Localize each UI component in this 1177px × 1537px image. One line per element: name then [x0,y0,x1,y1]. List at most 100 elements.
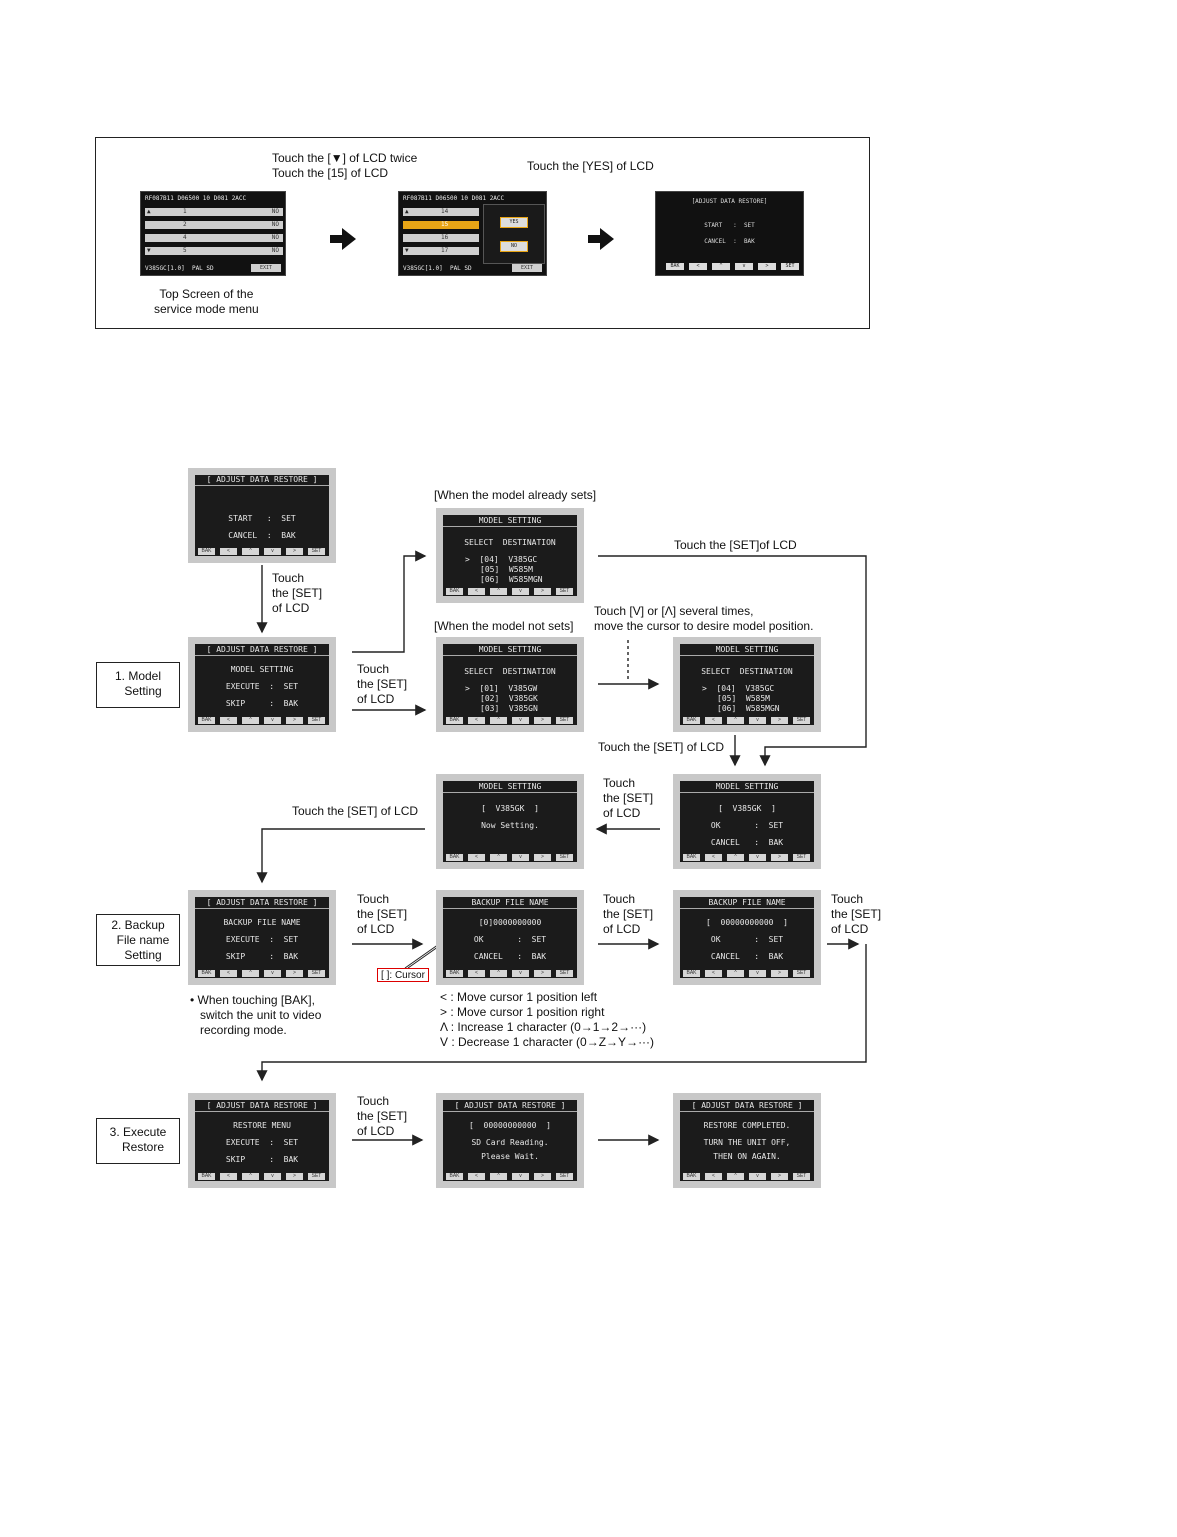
left-button[interactable]: < [220,548,237,555]
set-button[interactable]: SET [308,1173,325,1180]
left-button[interactable]: < [468,1173,485,1180]
up-button[interactable]: ^ [242,548,259,555]
left-button[interactable]: < [705,970,722,977]
right-button[interactable]: > [771,1173,788,1180]
up-button[interactable]: ^ [727,1173,744,1180]
up-button[interactable]: ^ [490,588,507,595]
set-button[interactable]: SET [556,854,573,861]
down-button[interactable]: v [264,1173,281,1180]
lcd-button-bar: BAK < ^ v > SET [680,1172,814,1181]
left-button[interactable]: < [220,717,237,724]
left-button[interactable]: < [468,970,485,977]
down-button[interactable]: v [264,970,281,977]
set-button[interactable]: SET [308,548,325,555]
left-button[interactable]: < [689,263,707,270]
bak-button[interactable]: BAK [446,717,463,724]
left-button[interactable]: < [468,854,485,861]
bak-button[interactable]: BAK [666,263,684,270]
bak-button[interactable]: BAK [198,717,215,724]
left-button[interactable]: < [705,717,722,724]
up-button[interactable]: ^ [490,854,507,861]
set-button[interactable]: SET [556,1173,573,1180]
left-button[interactable]: < [220,1173,237,1180]
set-button[interactable]: SET [556,588,573,595]
left-button[interactable]: < [220,970,237,977]
right-button[interactable]: > [534,1173,551,1180]
down-arrow-icon[interactable]: ▼ [147,247,151,254]
down-button[interactable]: v [749,854,766,861]
right-button[interactable]: > [286,1173,303,1180]
set-button[interactable]: SET [308,970,325,977]
left-button[interactable]: < [705,854,722,861]
bak-button[interactable]: BAK [683,970,700,977]
bak-button[interactable]: BAK [683,717,700,724]
down-button[interactable]: v [749,717,766,724]
right-button[interactable]: > [534,854,551,861]
bak-button[interactable]: BAK [198,970,215,977]
exit-button[interactable]: EXIT [512,264,542,272]
up-button[interactable]: ^ [242,970,259,977]
bak-button[interactable]: BAK [198,1173,215,1180]
yes-button[interactable]: YES [500,217,528,228]
list-item[interactable]: ▼17 [403,247,479,255]
right-button[interactable]: > [286,970,303,977]
bak-button[interactable]: BAK [446,854,463,861]
down-button[interactable]: v [264,548,281,555]
down-button[interactable]: v [512,717,529,724]
left-button[interactable]: < [468,717,485,724]
right-button[interactable]: > [286,548,303,555]
down-button[interactable]: v [512,970,529,977]
exit-button[interactable]: EXIT [251,264,281,272]
set-button[interactable]: SET [781,263,799,270]
right-button[interactable]: > [286,717,303,724]
up-button[interactable]: ^ [727,854,744,861]
up-button[interactable]: ^ [727,970,744,977]
bak-button[interactable]: BAK [683,1173,700,1180]
down-button[interactable]: v [512,854,529,861]
list-item[interactable]: ▲14 [403,208,479,216]
up-arrow-icon[interactable]: ▲ [147,208,151,215]
right-button[interactable]: > [771,854,788,861]
right-button[interactable]: > [534,970,551,977]
bak-button[interactable]: BAK [198,548,215,555]
down-button[interactable]: v [512,588,529,595]
left-button[interactable]: < [705,1173,722,1180]
down-button[interactable]: v [512,1173,529,1180]
bak-button[interactable]: BAK [446,1173,463,1180]
up-button[interactable]: ^ [712,263,730,270]
down-button[interactable]: v [735,263,753,270]
up-button[interactable]: ^ [490,970,507,977]
down-button[interactable]: v [264,717,281,724]
right-button[interactable]: > [534,588,551,595]
set-button[interactable]: SET [793,854,810,861]
no-button[interactable]: NO [500,241,528,252]
right-button[interactable]: > [771,717,788,724]
list-item-selected[interactable]: 15 [403,221,479,229]
set-button[interactable]: SET [793,970,810,977]
right-button[interactable]: > [758,263,776,270]
bak-button[interactable]: BAK [446,970,463,977]
down-button[interactable]: v [749,970,766,977]
list-item[interactable]: 16 [403,234,479,242]
up-button[interactable]: ^ [242,1173,259,1180]
set-button[interactable]: SET [556,717,573,724]
set-button[interactable]: SET [556,970,573,977]
right-button[interactable]: > [534,717,551,724]
up-button[interactable]: ^ [490,717,507,724]
set-button[interactable]: SET [793,717,810,724]
up-button[interactable]: ^ [242,717,259,724]
set-button[interactable]: SET [793,1173,810,1180]
bak-button[interactable]: BAK [683,854,700,861]
lcd-line: > [01] V385GW [465,684,538,693]
right-button[interactable]: > [771,970,788,977]
up-button[interactable]: ^ [490,1173,507,1180]
set-button[interactable]: SET [308,717,325,724]
down-button[interactable]: v [749,1173,766,1180]
up-button[interactable]: ^ [727,717,744,724]
left-button[interactable]: < [468,588,485,595]
bak-button[interactable]: BAK [446,588,463,595]
